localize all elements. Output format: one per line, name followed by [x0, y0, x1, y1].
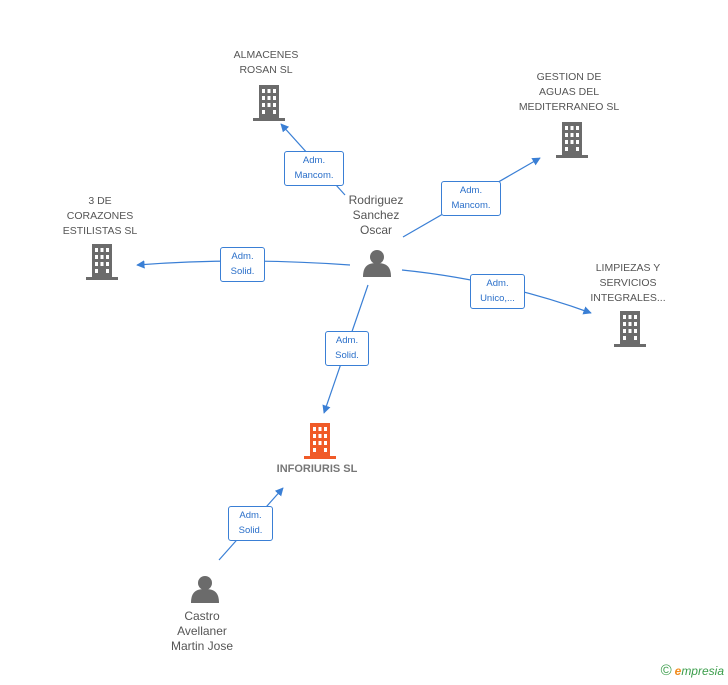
building-icon[interactable] [304, 423, 336, 459]
person-icon[interactable] [363, 250, 391, 277]
building-icon[interactable] [556, 122, 588, 158]
brand-logo-text: mpresia [681, 664, 724, 678]
company-label-almacenes[interactable]: ALMACENES ROSAN SL [233, 49, 299, 76]
person-icon[interactable] [191, 576, 219, 603]
brand-logo-e: e [674, 664, 682, 678]
edge-label-corazones: Adm. Solid. [220, 247, 265, 282]
copyright-symbol: © [660, 662, 672, 679]
company-label-gestion[interactable]: GESTION DE AGUAS DEL MEDITERRANEO SL [518, 71, 620, 113]
person-label-castro[interactable]: Castro Avellaner Martin Jose [170, 609, 234, 653]
edge-label-gestion: Adm. Mancom. [441, 181, 501, 216]
company-label-limpiezas[interactable]: LIMPIEZAS Y SERVICIOS INTEGRALES... [590, 262, 666, 304]
building-icon[interactable] [614, 311, 646, 347]
footer-brand: ©empresia [661, 662, 724, 679]
building-icon[interactable] [86, 244, 118, 280]
person-label-rodriguez[interactable]: Rodriguez Sanchez Oscar [348, 193, 404, 237]
building-icon[interactable] [253, 85, 285, 121]
edge-label-limpiezas: Adm. Unico,... [470, 274, 525, 309]
company-label-corazones[interactable]: 3 DE CORAZONES ESTILISTAS SL [62, 195, 138, 237]
edge-label-castro: Adm. Solid. [228, 506, 273, 541]
company-label-inforiuris[interactable]: INFORIURIS SL [276, 463, 358, 475]
edge-label-almacenes: Adm. Mancom. [284, 151, 344, 186]
edge-label-inforiuris: Adm. Solid. [325, 331, 369, 366]
brand-logo: empresia [675, 664, 724, 678]
